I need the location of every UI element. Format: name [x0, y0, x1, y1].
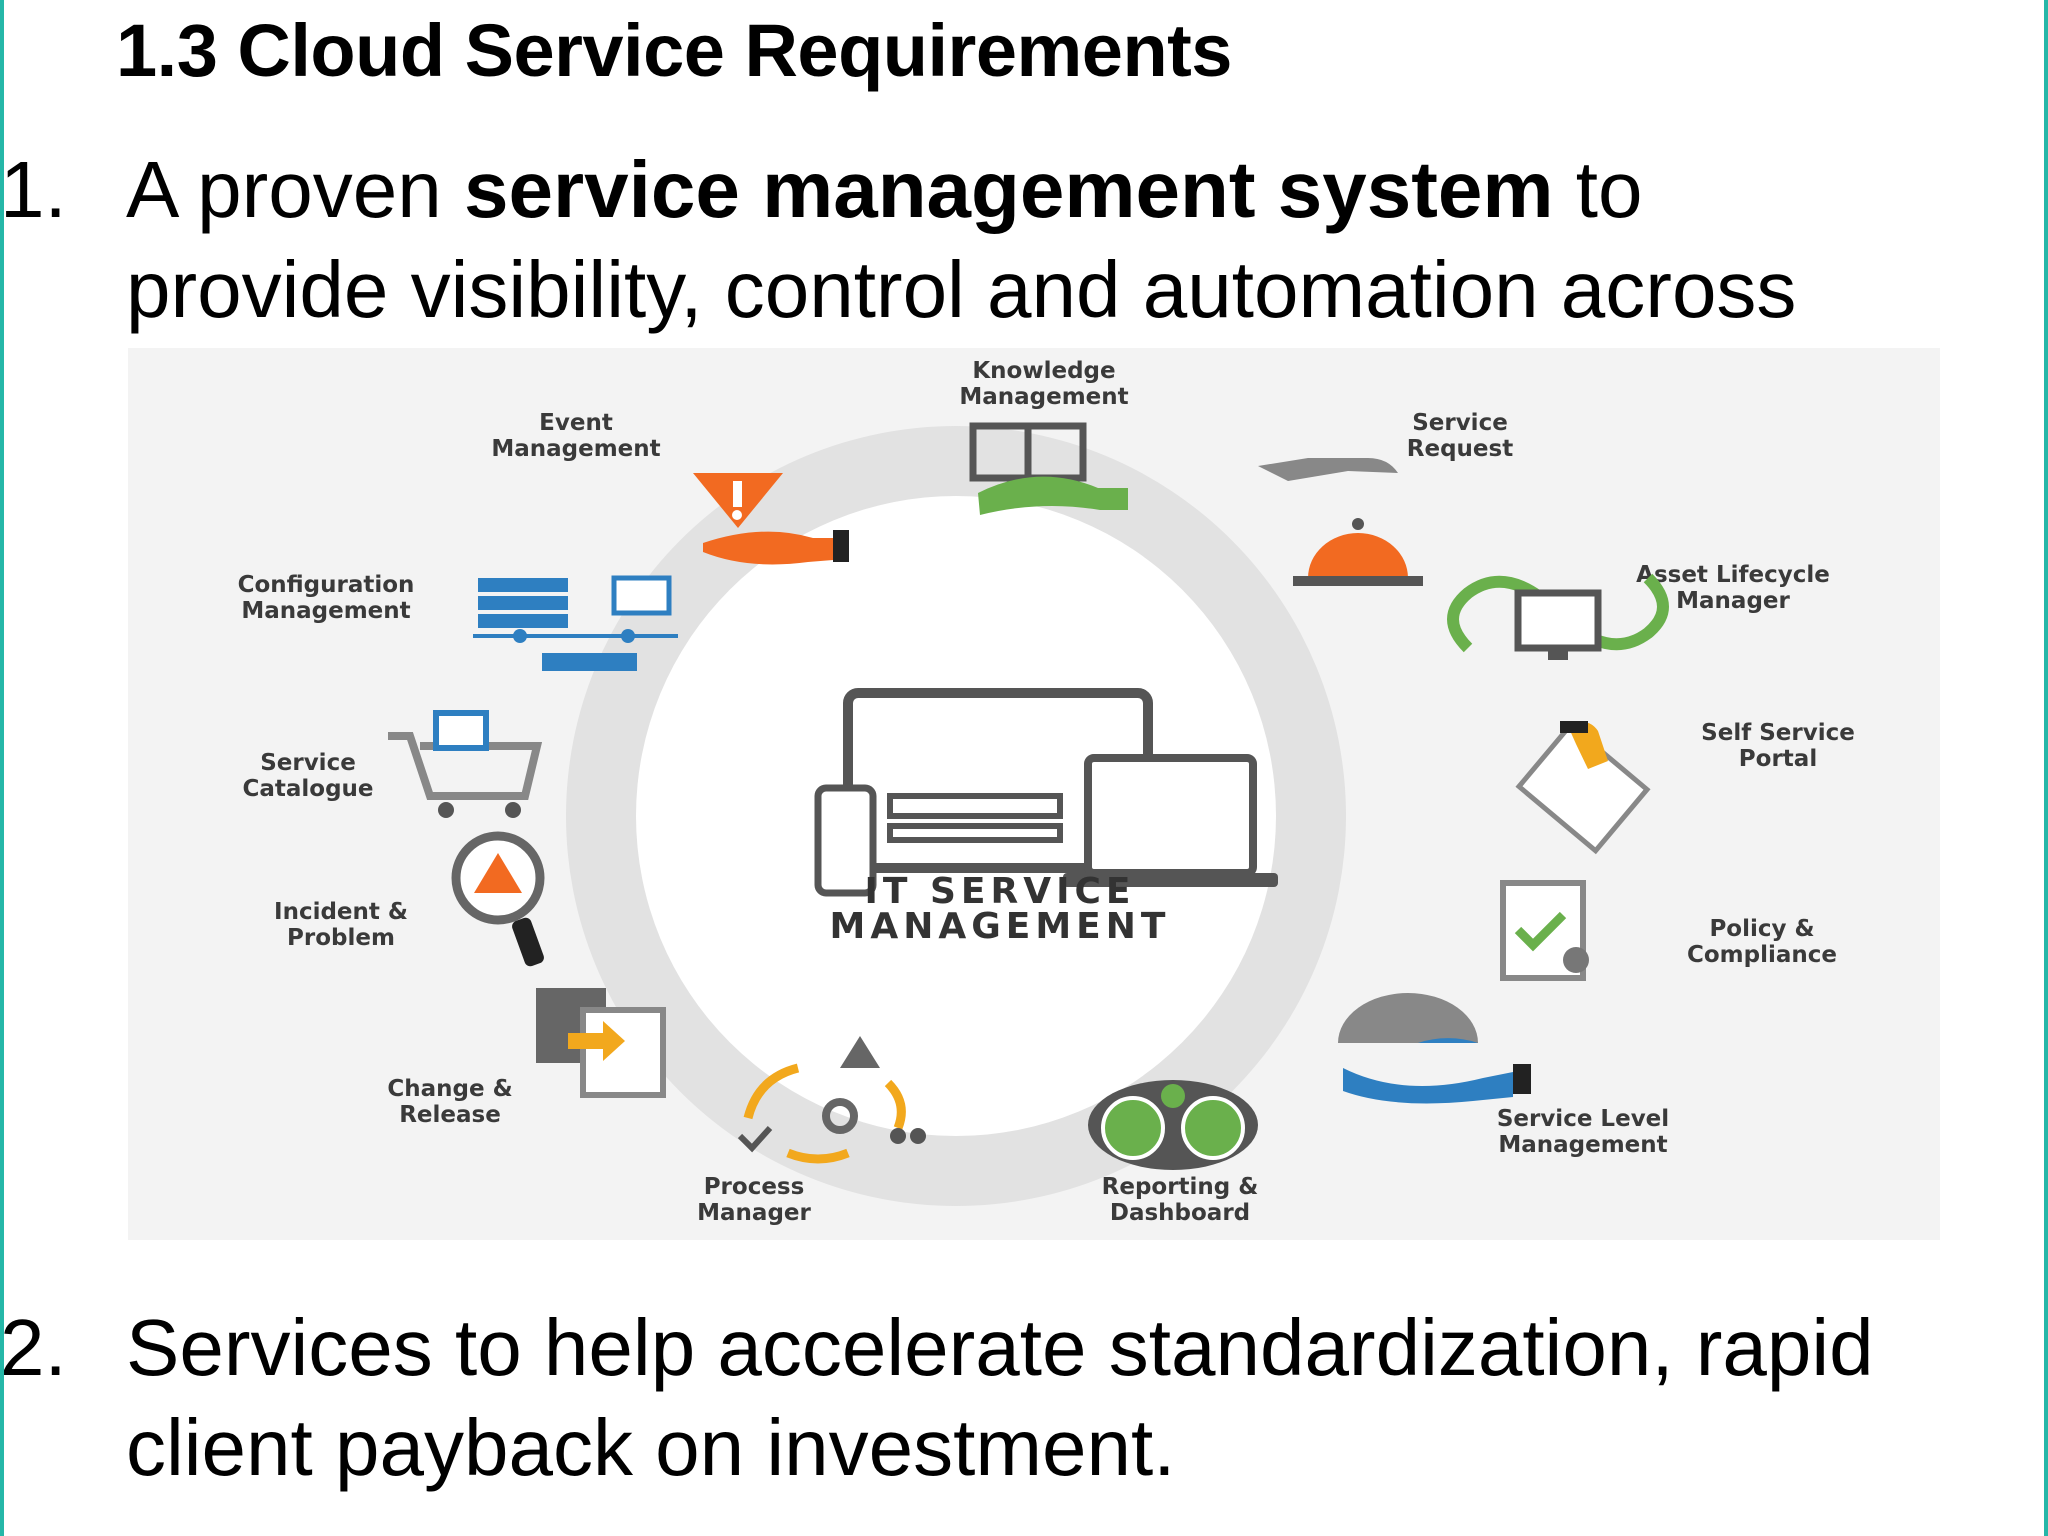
node-label: Management: [1498, 1132, 1667, 1158]
slide-edge-right: [2044, 0, 2048, 1536]
dashboard-gauges-icon: [1088, 1080, 1258, 1170]
center-label-line2: MANAGEMENT: [830, 906, 1171, 947]
node-label: Knowledge: [972, 358, 1115, 384]
node-policy-compliance: Policy & Compliance: [1500, 880, 1837, 981]
bullet-text: A proven: [126, 145, 465, 234]
node-label: Problem: [287, 925, 395, 951]
node-incident-problem: Incident & Problem: [274, 831, 545, 967]
gauge-hand-icon: [1338, 993, 1531, 1104]
alert-magnifier-icon: [451, 831, 545, 967]
node-label: Configuration: [238, 572, 415, 598]
node-service-request: Service Request: [1258, 410, 1513, 586]
node-label: Service: [1412, 410, 1508, 436]
node-label: Manager: [697, 1200, 811, 1226]
lifecycle-monitor-icon: [1447, 573, 1669, 660]
bullet-line: client payback on investment.: [126, 1403, 1176, 1492]
node-label: Release: [399, 1102, 501, 1128]
node-service-catalogue: Service Catalogue: [242, 710, 543, 818]
node-label: Service: [260, 750, 356, 776]
bullet-line: provide visibility, control and automati…: [126, 245, 1797, 334]
node-label: Dashboard: [1110, 1200, 1250, 1226]
process-cycle-icon: [737, 1036, 926, 1164]
warning-hand-icon: [693, 473, 849, 565]
node-label: Self Service: [1701, 720, 1855, 746]
shopping-cart-icon: [388, 710, 543, 818]
node-change-release: Change & Release: [387, 988, 666, 1128]
node-label: Incident &: [274, 899, 408, 925]
node-label: Compliance: [1687, 942, 1837, 968]
service-bell-icon: [1258, 458, 1423, 586]
bullet-number: 2.: [0, 1303, 67, 1392]
node-reporting-dashboard: Reporting & Dashboard: [1088, 1080, 1258, 1226]
node-label: Portal: [1739, 746, 1817, 772]
bullet-number: 1.: [0, 145, 67, 234]
node-label: Asset Lifecycle: [1636, 562, 1830, 588]
bullet-text: to: [1553, 145, 1643, 234]
node-self-service-portal: Self Service Portal: [1515, 720, 1855, 855]
node-label: Management: [241, 598, 410, 624]
node-label: Event: [539, 410, 613, 436]
slide-edge-left: [0, 0, 4, 1536]
node-label: Request: [1407, 436, 1513, 462]
node-label: Process: [704, 1174, 805, 1200]
node-label: Catalogue: [242, 776, 373, 802]
center-label-line1: IT SERVICE: [865, 871, 1136, 912]
node-label: Service Level: [1497, 1106, 1669, 1132]
node-configuration-management: Configuration Management: [238, 572, 678, 671]
node-label: Manager: [1676, 588, 1790, 614]
itsm-diagram: IT SERVICE MANAGEMENT Knowledge Manageme…: [128, 348, 1940, 1240]
bullet-item-1: 1. A proven service management system to…: [0, 140, 2048, 340]
bullet-line: A proven service management system to: [126, 140, 1642, 240]
bullet-emphasis: service management system: [464, 145, 1554, 234]
node-label: Change &: [387, 1076, 512, 1102]
itsm-diagram-graphic: IT SERVICE MANAGEMENT Knowledge Manageme…: [238, 358, 1855, 1226]
bullet-line: Services to help accelerate standardizat…: [126, 1303, 1874, 1392]
bullet-item-2: 2. Services to help accelerate standardi…: [0, 1298, 2048, 1498]
change-documents-icon: [536, 988, 666, 1098]
certificate-check-icon: [1500, 880, 1589, 981]
hand-document-icon: [1515, 721, 1651, 855]
node-label: Management: [959, 384, 1128, 410]
node-service-level-management: Service Level Management: [1338, 993, 1669, 1158]
slide-title: 1.3 Cloud Service Requirements: [116, 9, 1232, 92]
node-label: Management: [491, 436, 660, 462]
network-servers-icon: [473, 575, 678, 671]
node-label: Policy &: [1709, 916, 1814, 942]
node-label: Reporting &: [1102, 1174, 1259, 1200]
node-process-manager: Process Manager: [697, 1036, 926, 1226]
devices-icon: [814, 688, 1278, 897]
open-book-icon: [969, 422, 1128, 515]
node-event-management: Event Management: [491, 410, 849, 565]
node-asset-lifecycle-manager: Asset Lifecycle Manager: [1447, 562, 1830, 660]
node-knowledge-management: Knowledge Management: [959, 358, 1129, 515]
